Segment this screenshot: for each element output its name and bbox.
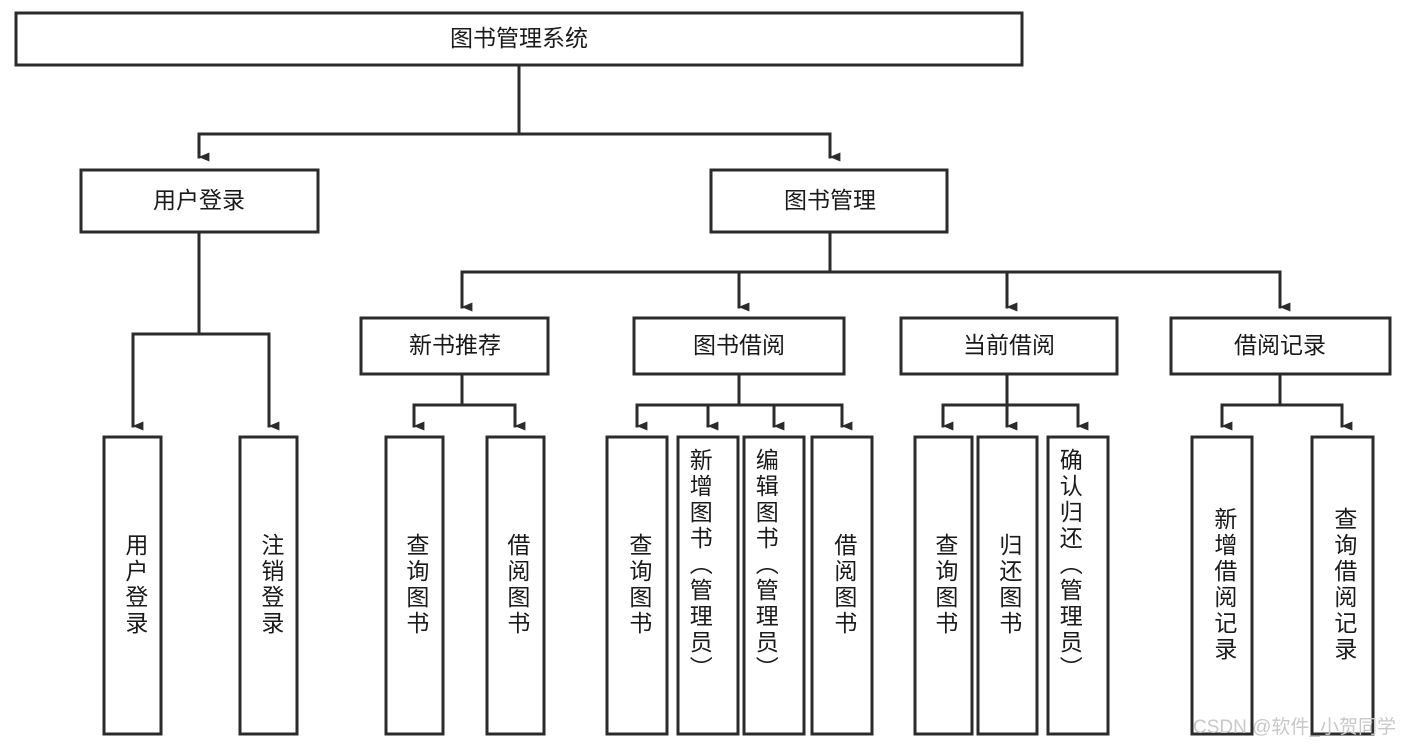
node-new-book-recommend-label: 新书推荐 <box>409 332 501 358</box>
node-leaf-query-book-borrow-box[interactable] <box>605 435 669 736</box>
node-root[interactable]: 图书管理系统 <box>14 11 1024 67</box>
node-current-borrow[interactable]: 当前借阅 <box>899 316 1119 376</box>
node-current-borrow-box[interactable] <box>899 316 1119 376</box>
node-leaf-add-book-admin[interactable]: 新增图书（管理员） <box>676 435 740 736</box>
node-leaf-query-borrow-record-label: 查询借阅记录 <box>1331 507 1358 663</box>
node-leaf-query-borrow-record-box[interactable] <box>1310 435 1375 736</box>
node-leaf-return-book-label: 归还图书 <box>996 533 1023 637</box>
node-layer: 图书管理系统 用户登录 图书管理 新书推荐 图书借阅 当前 <box>14 11 1392 736</box>
node-leaf-confirm-return-admin-label: 确认归还（管理员） <box>1056 448 1083 682</box>
node-new-book-recommend-box[interactable] <box>359 316 550 376</box>
watermark-text: CSDN @软件_小贺同学 <box>1193 716 1396 738</box>
node-leaf-query-book-current-label: 查询图书 <box>932 533 959 637</box>
node-book-borrow[interactable]: 图书借阅 <box>632 316 846 376</box>
node-leaf-add-book-admin-label: 新增图书（管理员） <box>686 448 713 682</box>
node-leaf-query-borrow-record[interactable]: 查询借阅记录 <box>1310 435 1375 736</box>
node-root-box[interactable] <box>14 11 1024 67</box>
node-leaf-add-book-admin-box[interactable] <box>676 435 740 736</box>
node-leaf-query-book-current-box[interactable] <box>913 435 974 736</box>
node-current-borrow-label: 当前借阅 <box>963 332 1055 358</box>
node-leaf-add-borrow-record-label: 新增借阅记录 <box>1211 507 1238 663</box>
node-leaf-confirm-return-admin-box[interactable] <box>1046 435 1110 736</box>
node-user-login-box[interactable] <box>79 168 320 234</box>
node-book-manage-box[interactable] <box>709 168 949 234</box>
node-leaf-query-book-rec-box[interactable] <box>384 435 445 736</box>
node-leaf-logout-box[interactable] <box>238 435 299 736</box>
connector-layer <box>131 63 1353 431</box>
node-root-label: 图书管理系统 <box>450 25 588 51</box>
node-leaf-borrow-book-rec-label: 借阅图书 <box>504 533 531 637</box>
node-leaf-borrow-book-rec-box[interactable] <box>485 435 546 736</box>
node-book-manage-label: 图书管理 <box>784 187 876 213</box>
node-leaf-logout-label: 注销登录 <box>258 533 285 637</box>
node-leaf-return-book[interactable]: 归还图书 <box>976 435 1039 736</box>
node-user-login[interactable]: 用户登录 <box>79 168 320 234</box>
node-leaf-query-book-borrow[interactable]: 查询图书 <box>605 435 669 736</box>
node-user-login-label: 用户登录 <box>153 187 245 213</box>
node-book-borrow-label: 图书借阅 <box>693 332 785 358</box>
node-leaf-confirm-return-admin[interactable]: 确认归还（管理员） <box>1046 435 1110 736</box>
node-leaf-borrow-book-label: 借阅图书 <box>831 533 858 637</box>
node-leaf-edit-book-admin-label: 编辑图书（管理员） <box>752 448 779 682</box>
node-leaf-logout[interactable]: 注销登录 <box>238 435 299 736</box>
node-book-manage[interactable]: 图书管理 <box>709 168 949 234</box>
node-leaf-add-borrow-record[interactable]: 新增借阅记录 <box>1190 435 1254 736</box>
node-leaf-borrow-book-box[interactable] <box>810 435 874 736</box>
node-borrow-record[interactable]: 借阅记录 <box>1169 316 1392 376</box>
node-leaf-edit-book-admin-box[interactable] <box>742 435 806 736</box>
node-borrow-record-label: 借阅记录 <box>1234 332 1326 358</box>
node-leaf-user-login-box[interactable] <box>102 435 163 736</box>
node-leaf-return-book-box[interactable] <box>976 435 1039 736</box>
node-leaf-edit-book-admin[interactable]: 编辑图书（管理员） <box>742 435 806 736</box>
node-leaf-query-book-borrow-label: 查询图书 <box>626 533 653 637</box>
node-leaf-borrow-book-rec[interactable]: 借阅图书 <box>485 435 546 736</box>
node-leaf-query-book-rec[interactable]: 查询图书 <box>384 435 445 736</box>
node-leaf-user-login[interactable]: 用户登录 <box>102 435 163 736</box>
node-leaf-borrow-book[interactable]: 借阅图书 <box>810 435 874 736</box>
node-leaf-user-login-label: 用户登录 <box>122 533 149 637</box>
node-leaf-query-book-rec-label: 查询图书 <box>403 533 430 637</box>
node-leaf-add-borrow-record-box[interactable] <box>1190 435 1254 736</box>
node-leaf-query-book-current[interactable]: 查询图书 <box>913 435 974 736</box>
node-borrow-record-box[interactable] <box>1169 316 1392 376</box>
node-new-book-recommend[interactable]: 新书推荐 <box>359 316 550 376</box>
node-book-borrow-box[interactable] <box>632 316 846 376</box>
